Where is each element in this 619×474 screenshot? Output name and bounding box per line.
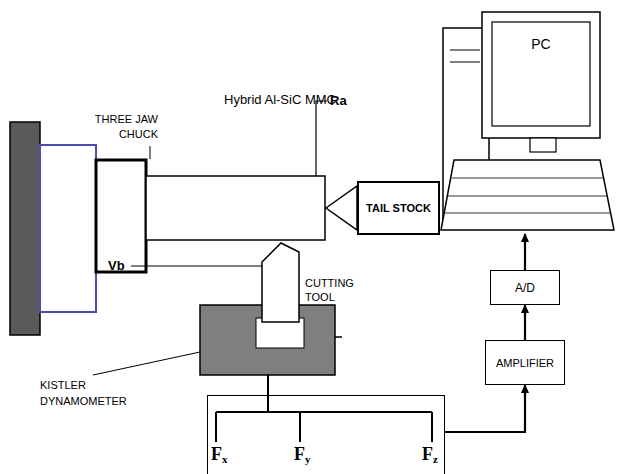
box-label: TAIL STOCK (366, 202, 431, 214)
signal-wire (431, 412, 433, 442)
signal-arrow (524, 305, 526, 340)
force-output-box: Fx Fy Fz (207, 395, 445, 474)
chuck-body (96, 160, 146, 272)
wear-label: Vb (108, 258, 125, 273)
force-component: Fy (294, 444, 311, 464)
monitor-stand (530, 138, 556, 152)
dynamometer-leader (93, 352, 200, 375)
amplifier-box: AMPLIFIER (485, 340, 565, 385)
drive-slot (450, 62, 480, 63)
force-component: Fz (422, 444, 438, 464)
keyboard (441, 160, 614, 230)
roughness-label: Ra (330, 93, 347, 108)
signal-arrow (524, 234, 526, 270)
headstock (10, 122, 40, 335)
signal-wire (299, 412, 301, 442)
cutting-tool (262, 243, 299, 322)
chuck-label: THREE JAW CHUCK (62, 112, 158, 142)
signal-wire (215, 412, 217, 442)
computer-drawing (440, 10, 616, 234)
spindle-plate (40, 145, 96, 312)
tailstock-box: TAIL STOCK (357, 181, 440, 235)
force-component: Fx (211, 444, 228, 464)
converter-box: A/D (490, 270, 560, 305)
computer-icon: PC (440, 10, 616, 234)
signal-arrow (445, 385, 525, 432)
key-row (448, 196, 607, 197)
ra-leader (316, 101, 327, 176)
material-label: Hybrid Al-SiC MMC (224, 92, 336, 107)
screen (492, 22, 590, 126)
vb-leader (131, 265, 262, 266)
dynamometer-tick (335, 336, 342, 338)
monitor (482, 12, 600, 138)
signal-wire (216, 411, 432, 413)
box-label: A/D (515, 281, 535, 295)
workpiece (146, 176, 325, 240)
box-label: AMPLIFIER (496, 357, 554, 369)
computer-label: PC (492, 36, 590, 52)
key-row (445, 213, 611, 214)
chuck-leader (150, 146, 151, 159)
tailstock-center (326, 186, 357, 230)
signal-wire (267, 375, 269, 412)
dynamometer-label: KISTLER DYNAMOMETER (40, 377, 132, 409)
tool-label: CUTTING TOOL (305, 276, 365, 304)
drive-slot (450, 50, 480, 51)
key-row (452, 178, 603, 179)
